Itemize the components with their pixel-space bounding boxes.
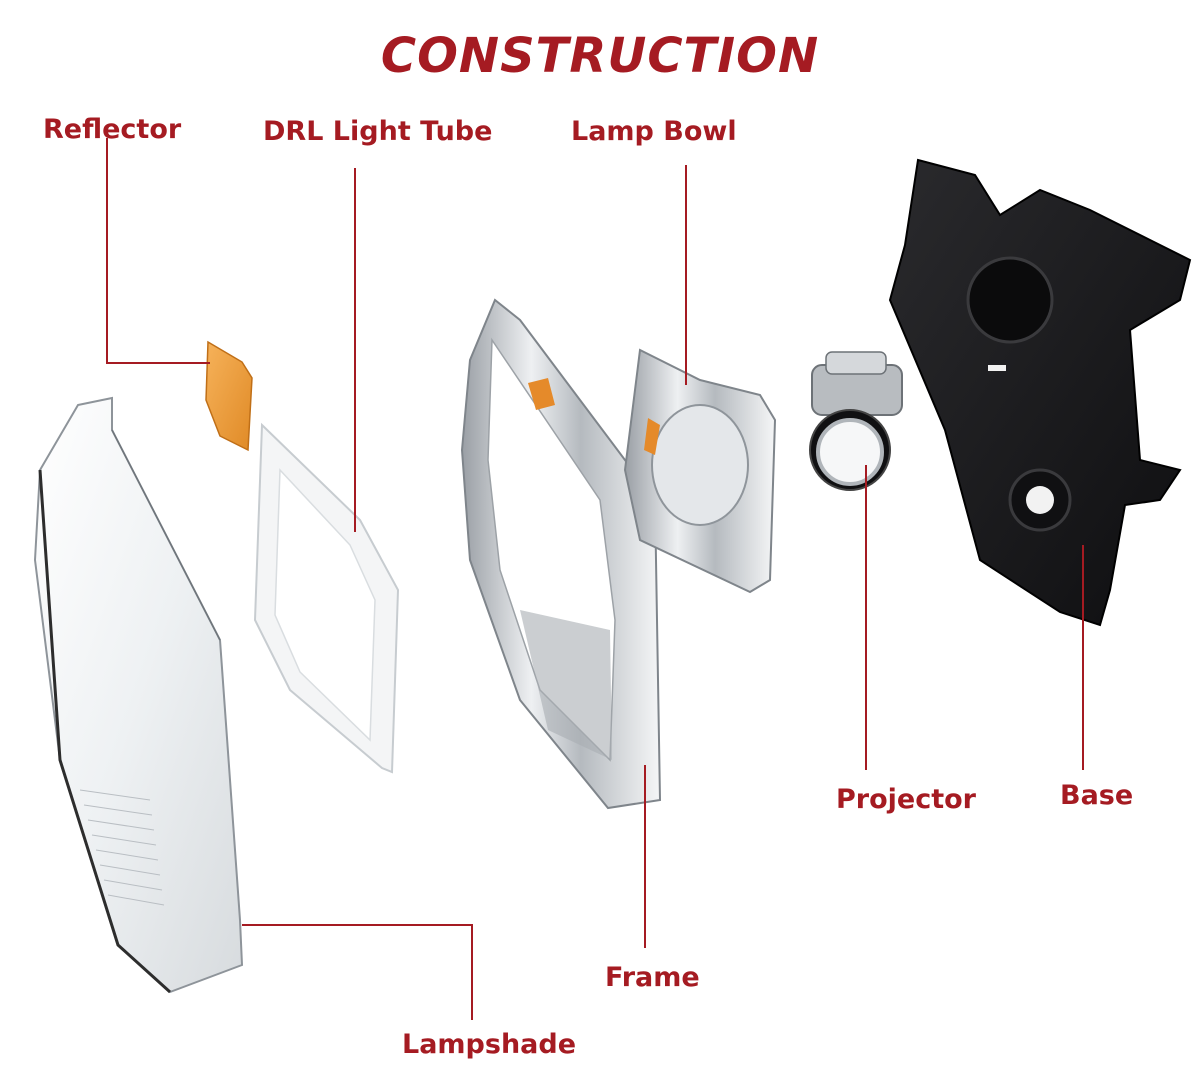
leader-lines <box>106 138 1084 1020</box>
reflector-part <box>205 340 253 452</box>
label-reflector: Reflector <box>43 114 182 145</box>
label-lamp-bowl: Lamp Bowl <box>571 116 737 147</box>
page-title: CONSTRUCTION <box>380 28 820 84</box>
reflector-leader-line <box>106 138 210 364</box>
label-base: Base <box>1060 780 1134 811</box>
frame-part <box>460 298 662 810</box>
label-lampshade: Lampshade <box>402 1029 577 1060</box>
lamp-bowl-part <box>623 348 777 594</box>
drl-light-tube-part <box>253 422 400 774</box>
label-frame: Frame <box>605 962 700 993</box>
lampshade-leader-line <box>242 924 473 1020</box>
lampshade-part <box>33 396 244 994</box>
label-projector: Projector <box>836 784 976 815</box>
projector-part <box>809 351 903 491</box>
label-drl-light-tube: DRL Light Tube <box>263 116 493 147</box>
base-part <box>888 158 1192 627</box>
